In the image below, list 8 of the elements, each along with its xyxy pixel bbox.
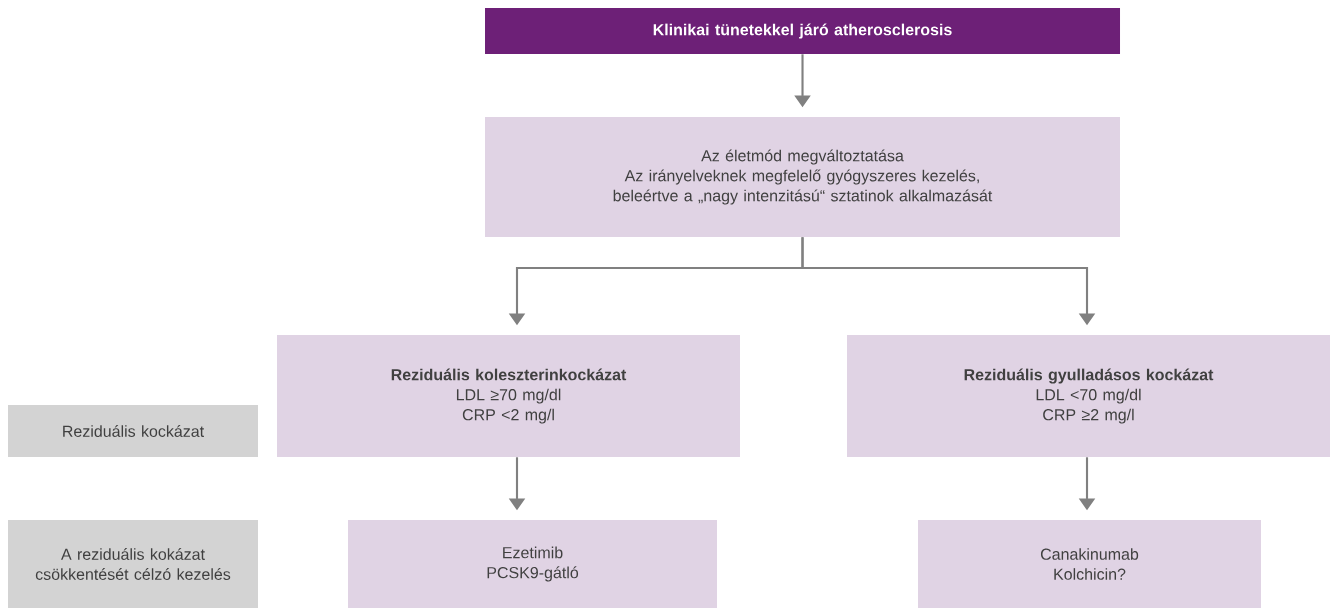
row-label-box: A reziduális kokázat csökkentését célzó kezelés [8, 520, 258, 608]
row-label-box: Reziduális kockázat [8, 405, 258, 457]
risk-box: Reziduális koleszterinkockázat LDL ≥70 mg/dl CRP <2 mg/l [277, 335, 740, 457]
treatment-box: Ezetimib PCSK9-gátló [348, 520, 717, 608]
treatment-box: Canakinumab Kolchicin? [918, 520, 1261, 608]
risk-box: Reziduális gyulladásos kockázat LDL <70 mg/dl CRP ≥2 mg/l [847, 335, 1330, 457]
heading-bar: Klinikai tünetekkel járó atherosclerosis [485, 8, 1120, 54]
process-box: Az életmód megváltoztatása Az irányelveknek megfelelő gyógyszeres kezelés, beleértve a „nagy intenzitású“ sztatinok alkalmazását [485, 117, 1120, 237]
